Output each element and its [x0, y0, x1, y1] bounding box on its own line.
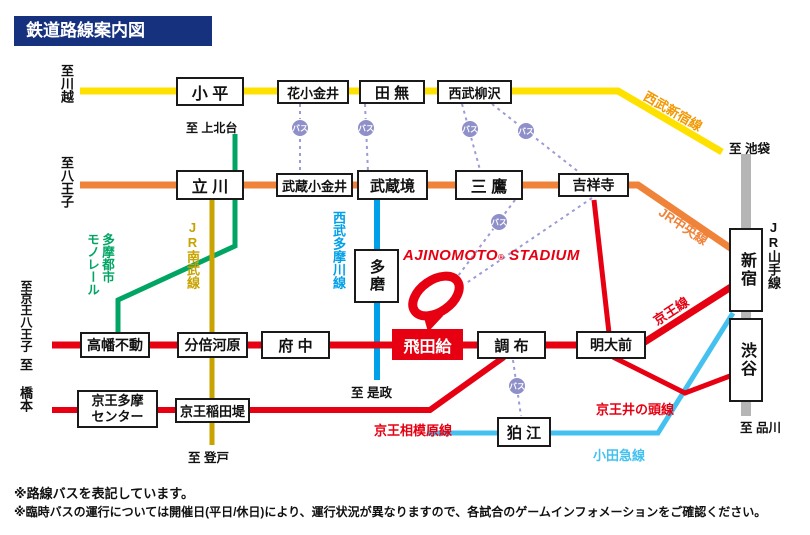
bus-icon: バス [461, 120, 479, 138]
label-tama-monorail: 多摩都市 モノレール [85, 233, 114, 296]
stadium-logo-name-2: STADIUM [504, 247, 580, 264]
station-keio-tama-center: 京王多摩 センター [77, 390, 158, 428]
dest-shinagawa: 至 品川 [740, 421, 781, 435]
station-shibuya: 渋谷 [729, 318, 763, 402]
station-meidaimae: 明大前 [576, 331, 646, 359]
bus-route-tanashi-musashisakai [364, 103, 369, 173]
label-jr-nambu-line: JR南武線 [185, 220, 200, 289]
label-odakyu-line: 小田急線 [593, 448, 646, 463]
bus-route-mitaka-stadium [454, 199, 516, 281]
station-bubaigawara: 分倍河原 [177, 332, 248, 358]
station-shinjuku: 新宿 [729, 228, 763, 312]
stadium-icon [408, 271, 464, 332]
stadium-logo: AJINOMOTO® STADIUM [403, 247, 580, 264]
label-seibu-tamagawa-line: 西武多摩川線 [331, 211, 346, 289]
keio-inokashira-line-north [591, 199, 612, 334]
bus-icon: バス [517, 122, 535, 140]
station-fuchu: 府 中 [261, 331, 330, 359]
jr-chuo-line [80, 181, 750, 263]
label-keio-inokashira-line: 京王井の頭線 [596, 402, 675, 417]
station-seibu-yagisawa: 西武柳沢 [437, 80, 512, 104]
page-title: 鉄道路線案内図 [14, 16, 212, 46]
bus-icon: バス [291, 119, 309, 137]
dest-hachioji: 至八王子 [59, 156, 74, 208]
bus-route-yagisawa-mitaka [461, 103, 481, 171]
label-keio-sagamihara-line: 京王相模原線 [374, 423, 453, 438]
bus-route-yagisawa-kichijoji [491, 103, 581, 174]
station-hanakoganei: 花小金井 [277, 80, 349, 104]
bus-route-kichijoji-stadium [464, 197, 593, 285]
bus-icon: バス [357, 119, 375, 137]
stadium-oval [408, 271, 464, 321]
station-kodaira: 小 平 [176, 77, 244, 106]
station-kichijoji: 吉祥寺 [558, 173, 629, 197]
station-komae: 狛 江 [497, 417, 551, 447]
station-tama: 多磨 [354, 249, 399, 303]
bus-icon: バス [508, 377, 526, 395]
stadium-logo-name: AJINOMOTO [403, 247, 499, 264]
station-keio-inadazutsumi: 京王稲田堤 [175, 398, 250, 423]
dest-ikebukuro: 至 池袋 [729, 142, 770, 156]
registered-mark-icon: ® [498, 253, 505, 262]
dest-kawagoe: 至川越 [59, 64, 74, 103]
seibu-shinjuku-line [80, 87, 724, 156]
label-jr-yamanote-line: JR山手線 [766, 220, 781, 289]
keio-inokashira-line-south [611, 354, 731, 396]
dest-keio-hachioji: 至京王八王子 [19, 280, 33, 352]
station-tachikawa: 立 川 [176, 170, 244, 200]
station-mitaka: 三 鷹 [455, 170, 523, 200]
bus-icon: バス [490, 213, 508, 231]
dest-hashimoto: 至 橋本 [18, 358, 33, 412]
note-extra-bus: ※臨時バスの運行については開催日(平日/休日)により、運行状況が異なりますので、… [14, 505, 767, 519]
dest-kamikitadai: 至 上北台 [186, 121, 238, 135]
station-takahatafudo: 高幡不動 [80, 332, 150, 358]
tama-monorail-line [115, 134, 238, 344]
dest-koremasa: 至 是政 [351, 386, 392, 400]
station-musashisakai: 武蔵境 [357, 170, 428, 200]
station-tanashi: 田 無 [359, 80, 425, 104]
note-bus-routes: ※路線バスを表記しています。 [14, 486, 194, 501]
dest-noborito: 至 登戸 [188, 451, 229, 465]
station-musashi-koganei: 武蔵小金井 [276, 173, 353, 197]
station-chofu: 調 布 [477, 331, 546, 359]
station-tobitakyu: 飛田給 [392, 329, 463, 360]
